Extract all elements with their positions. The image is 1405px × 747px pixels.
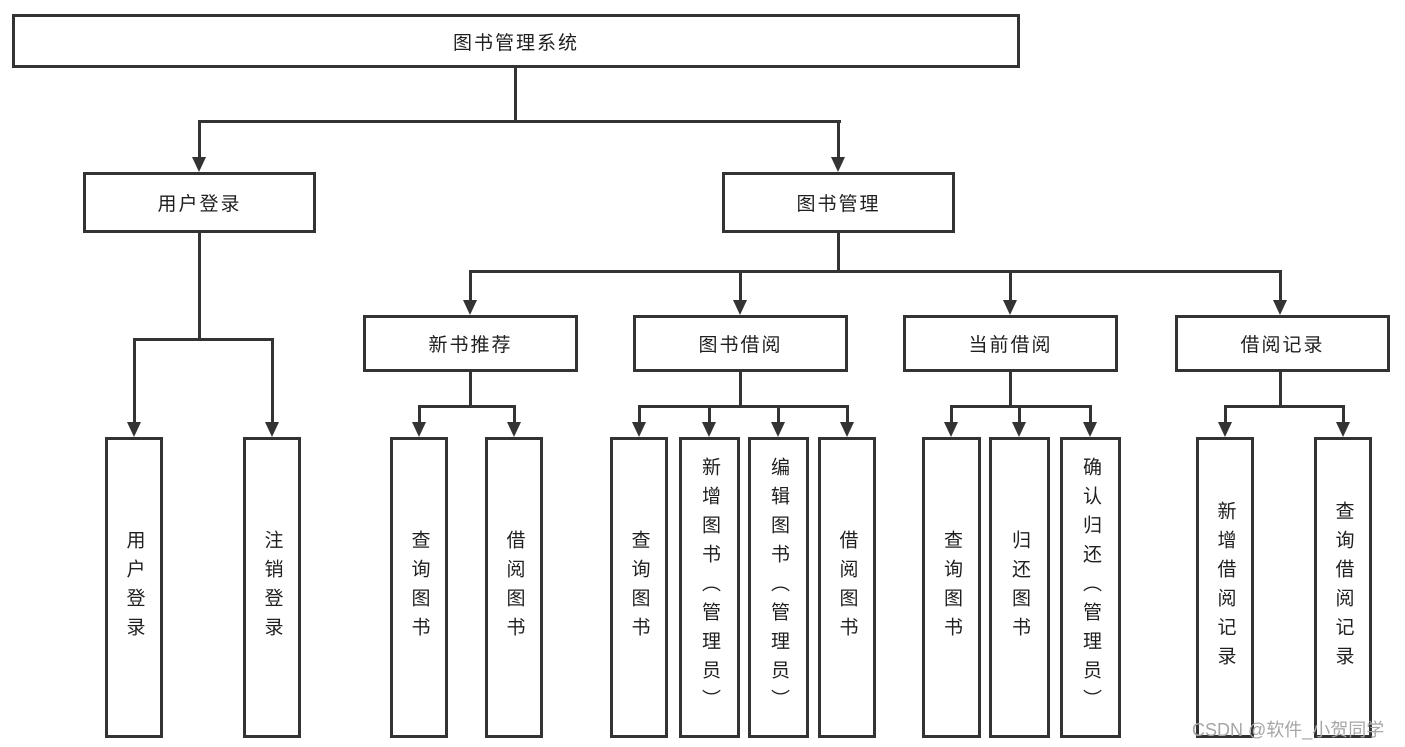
connector-group2-a <box>418 405 421 425</box>
connector-group4-a <box>950 405 953 425</box>
node-book-management-label: 图书管理 <box>796 194 881 215</box>
leaf-logout-login: 注销登录 <box>243 437 301 738</box>
connector-group5-elbow <box>1224 405 1345 408</box>
connector-group3-d <box>846 405 849 425</box>
connector-to-user-login <box>198 120 201 160</box>
leaf-query-books-current: 查询图书 <box>922 437 981 738</box>
arrowhead-icon <box>831 157 845 172</box>
watermark: CSDN @软件_小贺同学 <box>1192 720 1385 740</box>
connector-to-leaf-logout <box>271 338 274 424</box>
connector-group5-b <box>1342 405 1345 425</box>
node-root: 图书管理系统 <box>12 14 1020 68</box>
arrowhead-icon <box>702 422 716 437</box>
node-book-borrowing: 图书借阅 <box>633 315 848 372</box>
arrowhead-icon <box>1012 422 1026 437</box>
connector-group4-elbow <box>950 405 1092 408</box>
leaf-return-books: 归还图书 <box>989 437 1050 738</box>
connector-group3-a <box>638 405 641 425</box>
leaf-query-borrow-record: 查询借阅记录 <box>1314 437 1372 738</box>
arrowhead-icon <box>463 300 477 315</box>
connector-group2-elbow <box>418 405 516 408</box>
arrowhead-icon <box>632 422 646 437</box>
leaf-add-book-admin-label: 新增图书（管理员） <box>699 457 720 718</box>
node-user-login-label: 用户登录 <box>157 194 242 215</box>
node-current-borrowing-label: 当前借阅 <box>968 335 1053 356</box>
connector-group5-a <box>1224 405 1227 425</box>
leaf-add-borrow-record: 新增借阅记录 <box>1196 437 1254 738</box>
node-new-book-recommend-label: 新书推荐 <box>428 335 513 356</box>
connector-user-login-elbow <box>133 338 274 341</box>
arrowhead-icon <box>1336 422 1350 437</box>
leaf-user-login-label: 用户登录 <box>123 529 145 646</box>
connector-book-management-stem <box>837 233 840 273</box>
leaf-edit-book-admin: 编辑图书（管理员） <box>748 437 809 738</box>
arrowhead-icon <box>412 422 426 437</box>
node-borrowing-records-label: 借阅记录 <box>1240 335 1325 356</box>
connector-group3-elbow <box>638 405 849 408</box>
connector-group5-stem <box>1279 372 1282 408</box>
leaf-add-book-admin: 新增图书（管理员） <box>679 437 740 738</box>
leaf-query-books-recommend: 查询图书 <box>390 437 448 738</box>
arrowhead-icon <box>1273 300 1287 315</box>
connector-root-elbow <box>199 120 841 123</box>
leaf-user-login: 用户登录 <box>105 437 163 738</box>
node-new-book-recommend: 新书推荐 <box>363 315 578 372</box>
connector-group3-stem <box>739 372 742 408</box>
arrowhead-icon <box>1003 300 1017 315</box>
leaf-add-borrow-record-label: 新增借阅记录 <box>1214 500 1236 675</box>
arrowhead-icon <box>192 157 206 172</box>
leaf-borrow-books-recommend: 借阅图书 <box>485 437 543 738</box>
leaf-borrow-books-label: 借阅图书 <box>836 529 858 646</box>
arrowhead-icon <box>1083 422 1097 437</box>
node-book-management: 图书管理 <box>722 172 955 233</box>
arrowhead-icon <box>944 422 958 437</box>
connector-to-borrowing-records <box>1279 270 1282 302</box>
connector-to-leaf-user-login <box>133 338 136 424</box>
node-user-login: 用户登录 <box>83 172 316 233</box>
node-current-borrowing: 当前借阅 <box>903 315 1118 372</box>
leaf-borrow-books-recommend-label: 借阅图书 <box>503 529 525 646</box>
connector-group3-b <box>708 405 711 425</box>
leaf-borrow-books: 借阅图书 <box>818 437 876 738</box>
connector-to-current-borrowing <box>1009 270 1012 302</box>
leaf-confirm-return-admin: 确认归还（管理员） <box>1060 437 1121 738</box>
arrowhead-icon <box>1218 422 1232 437</box>
connector-root-stem <box>514 68 517 123</box>
connector-group4-c <box>1089 405 1092 425</box>
connector-to-new-book-recommend <box>469 270 472 302</box>
connector-to-book-management <box>837 120 840 160</box>
connector-to-book-borrowing <box>739 270 742 302</box>
node-root-label: 图书管理系统 <box>452 32 579 54</box>
arrowhead-icon <box>733 300 747 315</box>
leaf-confirm-return-admin-label: 确认归还（管理员） <box>1080 457 1101 718</box>
arrowhead-icon <box>265 422 279 437</box>
connector-group4-stem <box>1009 372 1012 408</box>
leaf-query-books-current-label: 查询图书 <box>941 529 962 646</box>
connector-group3-c <box>777 405 780 425</box>
arrowhead-icon <box>771 422 785 437</box>
connector-group2-b <box>513 405 516 425</box>
connector-group4-b <box>1018 405 1021 425</box>
connector-user-login-stem <box>198 233 201 341</box>
arrowhead-icon <box>127 422 141 437</box>
leaf-logout-login-label: 注销登录 <box>261 529 283 646</box>
connector-group2-stem <box>469 372 472 408</box>
arrowhead-icon <box>840 422 854 437</box>
node-borrowing-records: 借阅记录 <box>1175 315 1390 372</box>
arrowhead-icon <box>507 422 521 437</box>
leaf-return-books-label: 归还图书 <box>1009 529 1030 646</box>
leaf-query-books-borrowing: 查询图书 <box>610 437 668 738</box>
connector-book-management-elbow <box>469 270 1282 273</box>
leaf-query-borrow-record-label: 查询借阅记录 <box>1332 500 1354 675</box>
leaf-edit-book-admin-label: 编辑图书（管理员） <box>768 457 789 718</box>
node-book-borrowing-label: 图书借阅 <box>698 335 783 356</box>
leaf-query-books-borrowing-label: 查询图书 <box>628 529 650 646</box>
leaf-query-books-recommend-label: 查询图书 <box>408 529 430 646</box>
